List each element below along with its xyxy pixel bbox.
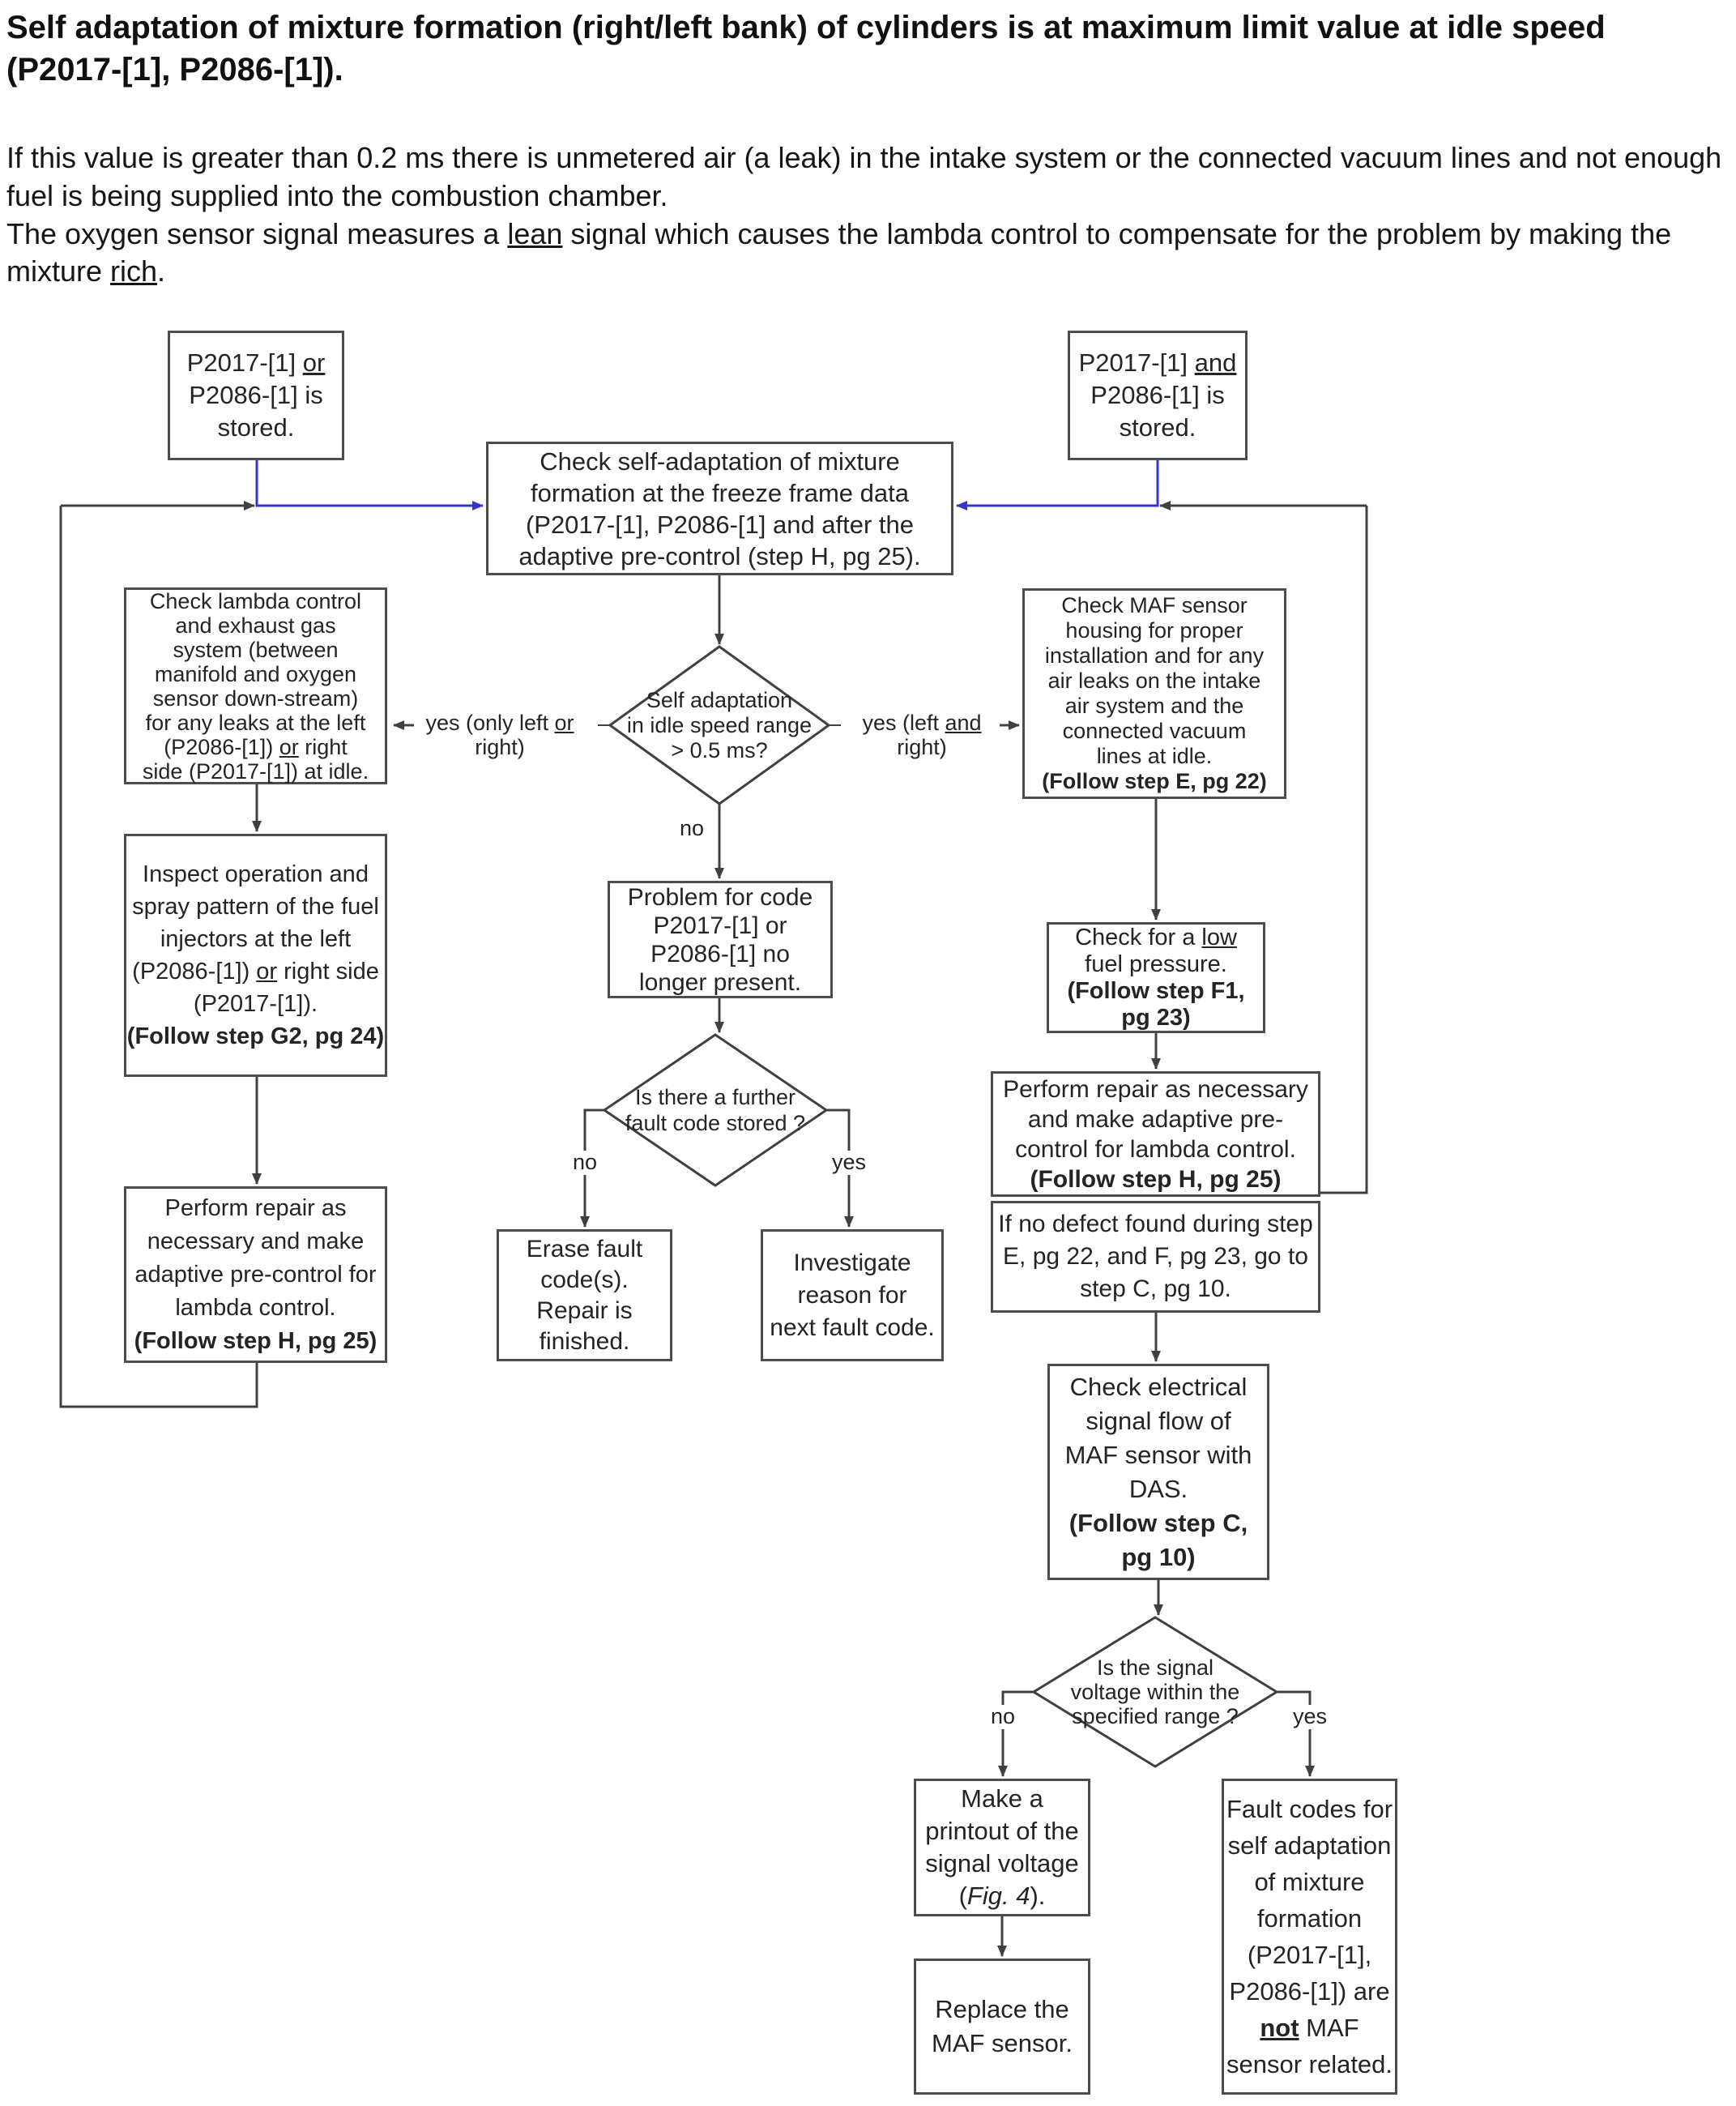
decision-diamond-further-fault	[602, 1033, 829, 1187]
diamond2-yes-arrow	[826, 1109, 854, 1228]
right-feedback-line	[1320, 506, 1368, 1194]
label-no-further-fault: no	[564, 1150, 606, 1175]
intro-paragraph-line2: The oxygen sensor signal measures a lean…	[6, 216, 1672, 288]
label-yes-signal-voltage: yes	[1289, 1704, 1331, 1729]
diamond3-yes-arrow	[1277, 1690, 1315, 1777]
label-no-idle-range: no	[679, 816, 705, 840]
stored-and-to-center-arrow	[956, 460, 1159, 510]
label-yes-only-left-or-right: yes (only left or right)	[425, 711, 574, 759]
diamond3-no-arrow	[998, 1690, 1034, 1777]
stored-or-to-center-arrow	[255, 460, 484, 510]
intro-paragraph-line1: If this value is greater than 0.2 ms the…	[6, 141, 1722, 212]
diamond2-no-arrow	[580, 1109, 604, 1228]
page-title: Self adaptation of mixture formation (ri…	[6, 10, 1606, 88]
left-feedback-line	[59, 506, 258, 1408]
decision-diamond-signal-voltage	[1031, 1616, 1279, 1768]
intro-paragraph: If this value is greater than 0.2 ms the…	[6, 139, 1728, 291]
decision-diamond-idle-range	[608, 645, 831, 805]
label-yes-left-and-right: yes (left and right)	[862, 711, 982, 759]
label-yes-further-fault: yes	[828, 1150, 870, 1175]
label-no-signal-voltage: no	[982, 1704, 1024, 1729]
